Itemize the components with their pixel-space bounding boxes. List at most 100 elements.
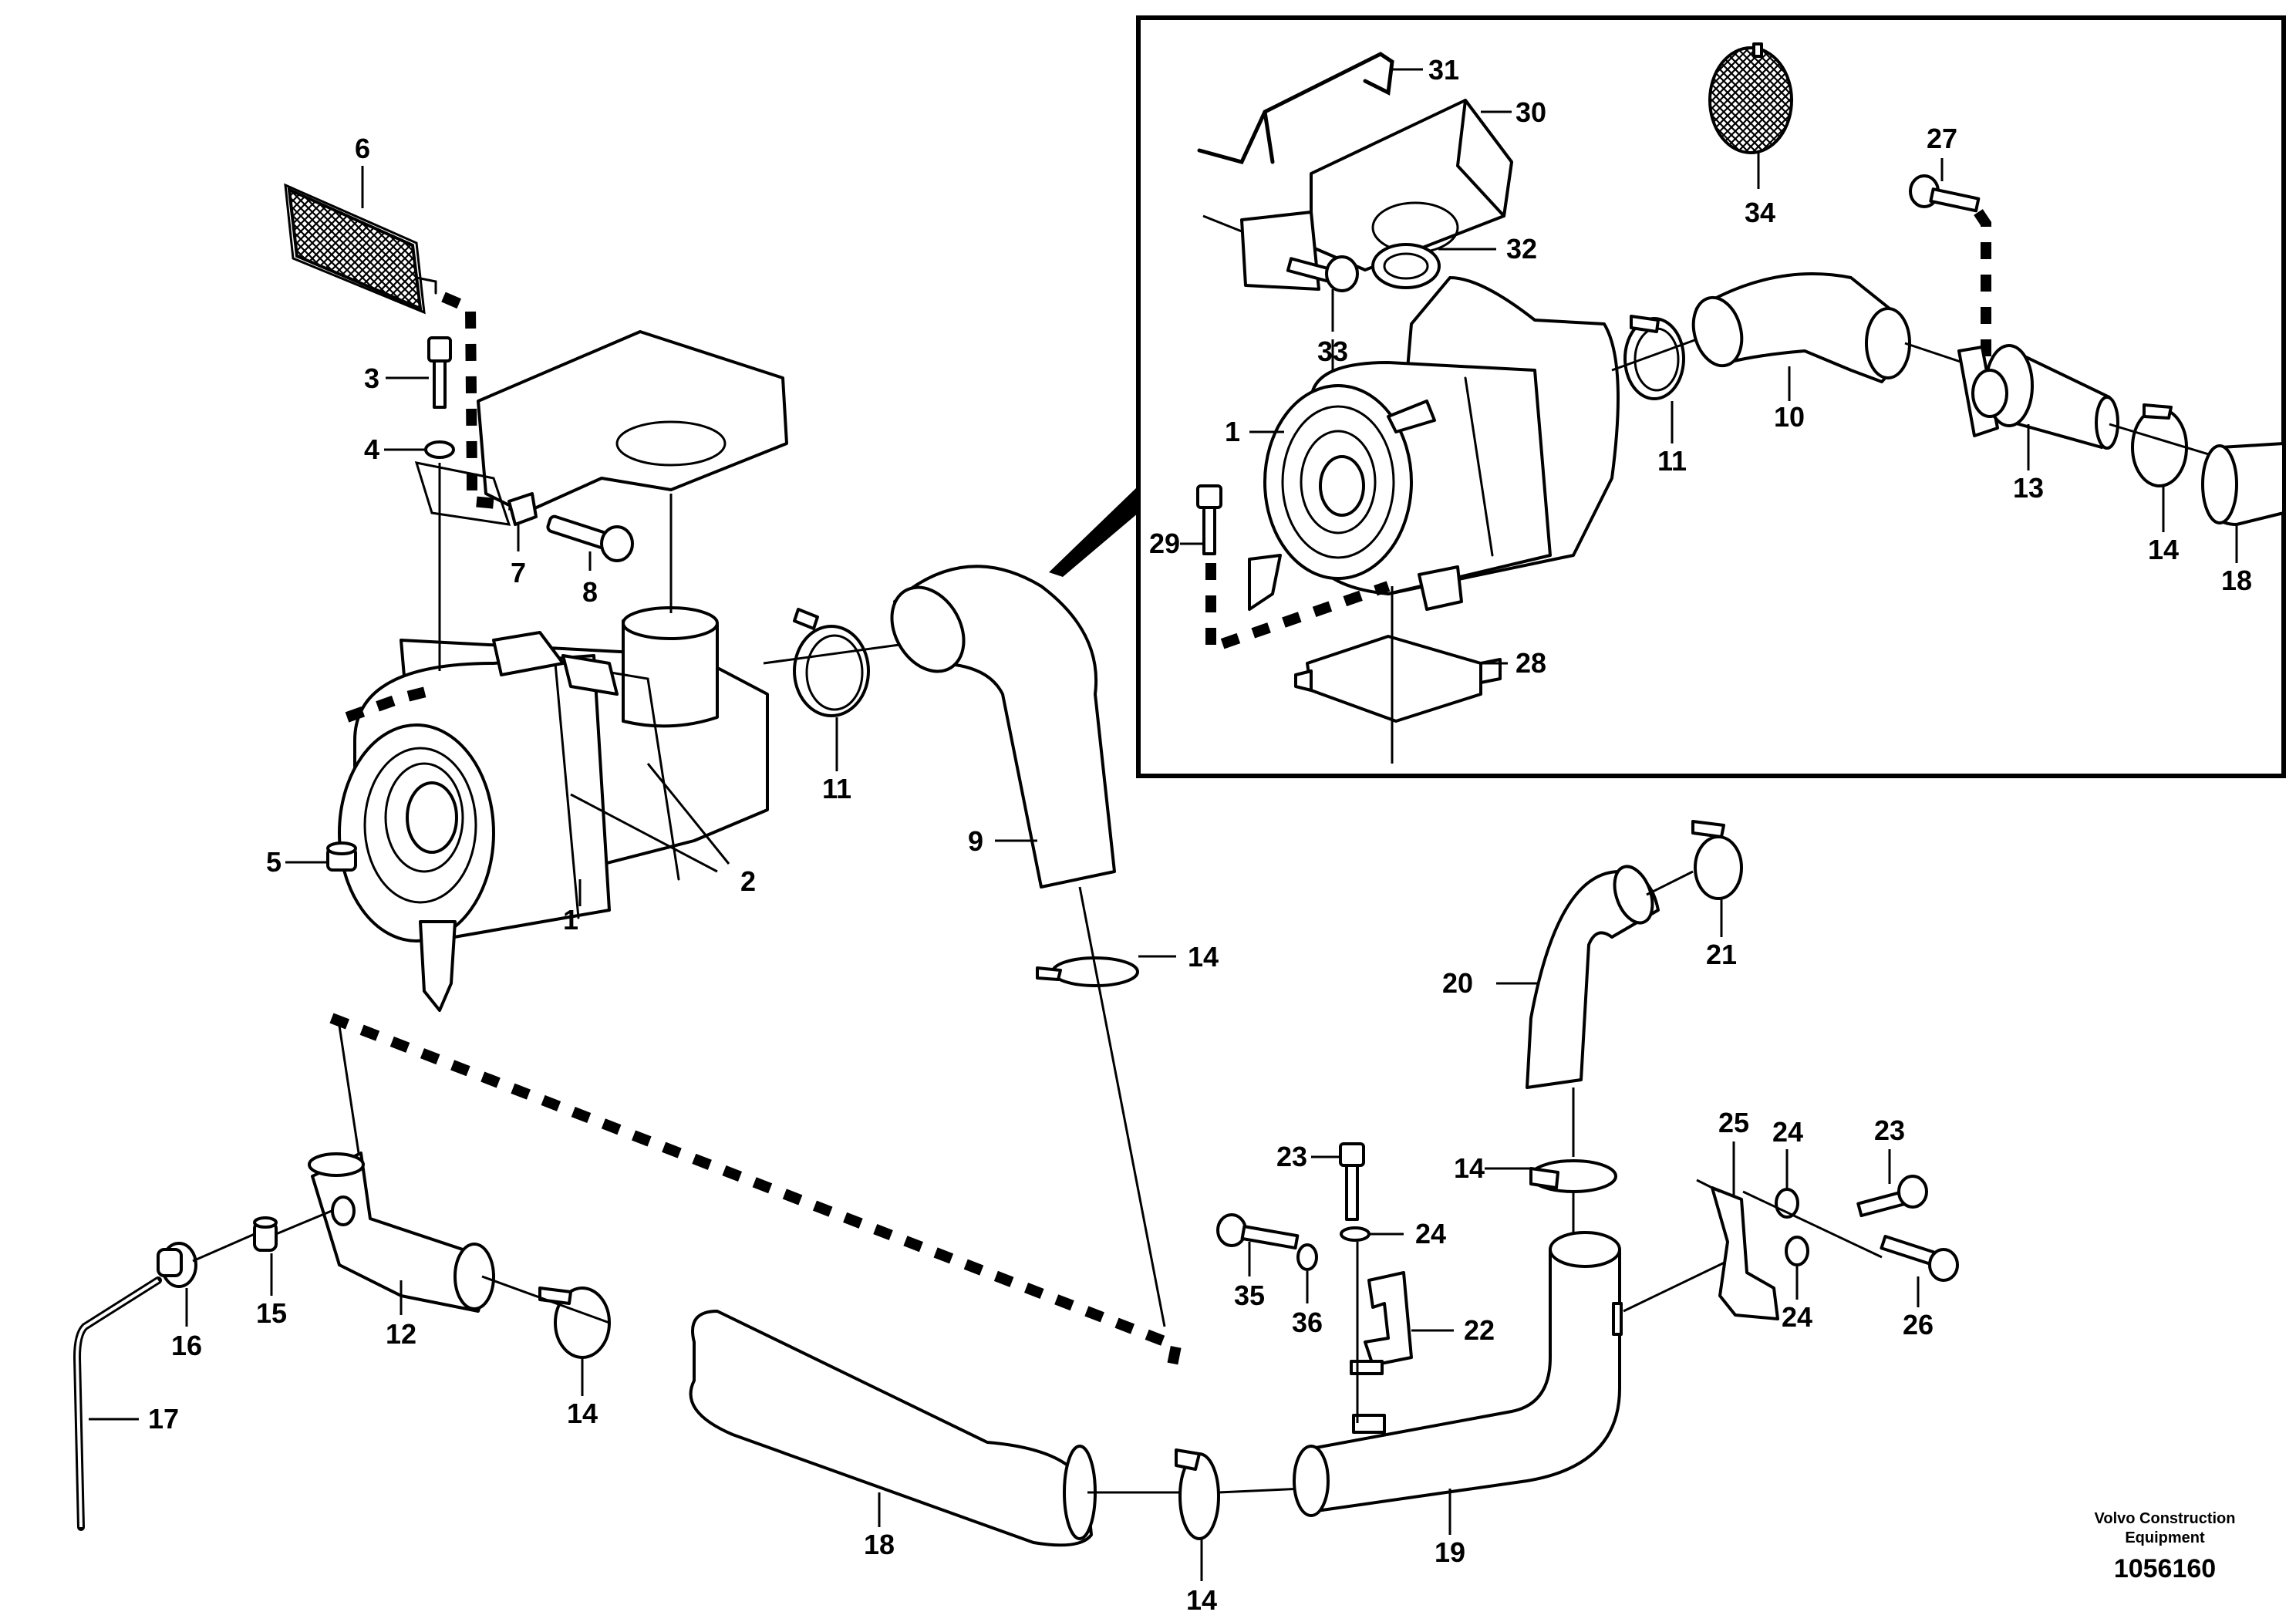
leader-25-arm: [1696, 1179, 1721, 1193]
part-3-bolt: [427, 336, 452, 409]
callout-3: 3: [364, 363, 379, 394]
part-14-clamp-b: [538, 1286, 611, 1359]
callout-23a: 23: [1276, 1141, 1307, 1172]
callout-11b: 11: [1657, 445, 1687, 477]
part-9-hose-end: [890, 585, 966, 673]
leader-14c-to-19: [1218, 1487, 1304, 1494]
part-14-clamp-d: [1529, 1159, 1617, 1193]
callout-26: 26: [1903, 1309, 1934, 1340]
dashed-link-long: [329, 1013, 1183, 1367]
callout-27: 27: [1927, 123, 1957, 154]
dashed-link-27: [1974, 209, 1991, 382]
callout-24b: 24: [1772, 1116, 1803, 1148]
leader-inset-11-pipe: [1611, 338, 1698, 372]
part-32-gasket: [1371, 243, 1441, 289]
leader-12-up: [338, 1025, 360, 1154]
callout-12: 12: [386, 1318, 416, 1350]
dashed-link-29: [1205, 563, 1391, 656]
callout-28: 28: [1515, 647, 1546, 679]
part-4-washer: [424, 440, 455, 459]
part-17-tube-inner: [75, 1279, 160, 1528]
callout-18b: 18: [2221, 565, 2252, 596]
callout-4: 4: [364, 433, 379, 465]
callout-33: 33: [1317, 336, 1348, 367]
part-31-wire: [1197, 52, 1394, 164]
callout-32: 32: [1506, 233, 1537, 265]
callout-2: 2: [740, 865, 756, 897]
part-22-bracket: [1350, 1271, 1413, 1375]
part-10-elbow: [1691, 272, 1911, 383]
part-1-air-cleaner-inset: [1248, 276, 1620, 611]
callout-7: 7: [511, 557, 526, 588]
callout-14a: 14: [1188, 941, 1219, 973]
part-6-screen: [284, 183, 437, 315]
leader-30-arm: [1202, 214, 1242, 233]
callout-24a: 24: [1415, 1218, 1446, 1249]
callout-30: 30: [1515, 96, 1546, 128]
part-34-screen: [1708, 42, 1793, 154]
footer-brand-line1: Volvo Construction: [2095, 1510, 2236, 1527]
part-19-pipe: [1293, 1231, 1623, 1517]
part-11-clamp: [793, 608, 870, 717]
callout-5: 5: [266, 846, 282, 878]
part-13-tube: [1957, 344, 2119, 450]
callout-20: 20: [1442, 967, 1473, 999]
part-23-bolt-a: [1339, 1142, 1365, 1221]
leader-15-to-12: [275, 1209, 332, 1236]
callout-17: 17: [148, 1403, 179, 1435]
part-18-pipe-inset: [2201, 442, 2285, 526]
callout-16: 16: [171, 1330, 202, 1361]
part-25-bracket: [1711, 1186, 1779, 1320]
callout-14d: 14: [1454, 1152, 1485, 1184]
callout-14b: 14: [567, 1398, 598, 1429]
callout-14e: 14: [2148, 534, 2179, 565]
callout-24c: 24: [1782, 1301, 1812, 1333]
leader-20-to-21: [1646, 870, 1694, 896]
part-14-clamp-inset: [2131, 403, 2188, 487]
part-33-bolt: [1286, 255, 1359, 292]
inset-frame: [1136, 15, 2286, 778]
callout-31: 31: [1428, 54, 1459, 86]
part-8-bolt: [546, 514, 634, 562]
part-18-pipe: [689, 1310, 1097, 1547]
part-1-air-cleaner: [338, 606, 769, 1012]
part-24-washer-a: [1340, 1226, 1371, 1242]
callout-9: 9: [968, 825, 983, 857]
callout-11a: 11: [822, 773, 851, 804]
callout-23b: 23: [1874, 1114, 1905, 1146]
callout-8: 8: [582, 576, 598, 608]
callout-1b: 1: [1225, 416, 1240, 447]
leader-12-to-14b: [481, 1275, 610, 1324]
part-28-bracket: [1294, 635, 1502, 723]
bracket-plate: [414, 330, 788, 526]
part-29-bolt: [1196, 484, 1222, 555]
leader-16-to-15: [192, 1233, 255, 1263]
callout-19: 19: [1435, 1536, 1465, 1568]
callout-15: 15: [256, 1297, 287, 1329]
callout-1a: 1: [563, 904, 578, 936]
part-32-gasket-inner: [1383, 252, 1429, 280]
part-27-bolt: [1909, 174, 1981, 213]
part-26-bolt: [1880, 1235, 1959, 1282]
inset-pointer: [1049, 486, 1138, 577]
callout-34: 34: [1745, 197, 1775, 228]
leader-bolt-axis: [1742, 1190, 1883, 1259]
part-14-clamp-c: [1175, 1448, 1220, 1540]
callout-22: 22: [1464, 1314, 1495, 1346]
drawing-number: 1056160: [2114, 1554, 2216, 1583]
callout-21: 21: [1706, 939, 1737, 970]
part-16-indicator: [157, 1242, 197, 1288]
leader-19-to-25: [1623, 1259, 1728, 1313]
dashed-link-6: [441, 292, 514, 511]
part-7-clip: [507, 492, 538, 526]
callout-6: 6: [355, 133, 370, 164]
callout-25: 25: [1718, 1107, 1749, 1138]
part-35-bolt: [1216, 1213, 1300, 1250]
part-15-nut: [253, 1216, 278, 1252]
callout-36: 36: [1292, 1307, 1323, 1338]
footer-block: Volvo Construction Equipment 1056160: [2095, 1510, 2236, 1583]
callout-18a: 18: [864, 1529, 895, 1560]
part-14-clamp-a: [1036, 956, 1139, 987]
footer-brand-line2: Equipment: [2125, 1529, 2205, 1546]
